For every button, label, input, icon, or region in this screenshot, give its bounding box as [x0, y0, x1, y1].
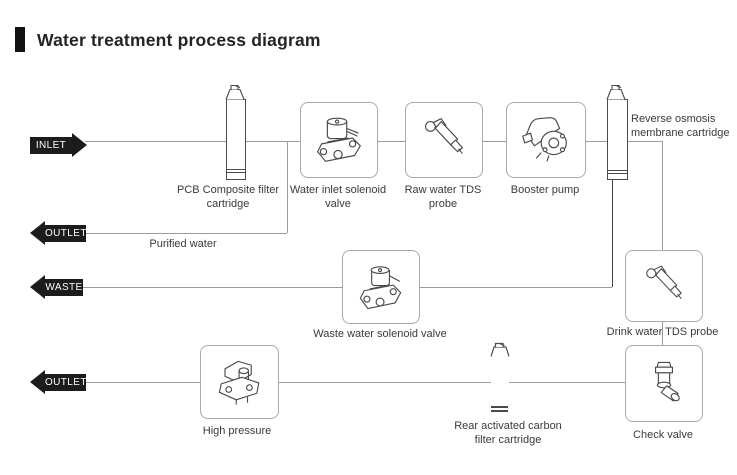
- pcb-filter-label: PCB Composite filter cartridge: [176, 184, 280, 211]
- rear-carbon-label: Rear activated carbon filter cartridge: [454, 420, 562, 447]
- booster-pump-label: Booster pump: [510, 184, 580, 196]
- waste-solenoid-label: Waste water solenoid valve: [313, 328, 447, 340]
- pipe-purified-branch-line: [287, 141, 288, 233]
- solenoid-valve-icon: [359, 266, 402, 310]
- inlet-solenoid-label: Water inlet solenoid valve: [289, 184, 387, 211]
- outlet-drink-arrow-head-icon: [30, 370, 45, 394]
- pcb-filter-cartridge-icon: [226, 99, 246, 180]
- check-valve-label: Check valve: [633, 429, 693, 441]
- high-pressure-switch-icon: [218, 360, 259, 405]
- tds-probe-icon: [646, 265, 682, 300]
- raw-tds-probe-label: Raw water TDS probe: [404, 184, 482, 211]
- ro-membrane-label: Reverse osmosis membrane cartridge: [631, 113, 730, 140]
- high-pressure-box: [200, 345, 279, 419]
- outlet-drink-arrow: OUTLET: [45, 374, 86, 391]
- page-title: Water treatment process diagram: [37, 30, 321, 50]
- rear-carbon-cartridge-body: [491, 356, 509, 406]
- waste-arrow: WASTE: [45, 279, 83, 296]
- cartridge-cap-icon: [606, 84, 626, 100]
- outlet-purified-arrow: OUTLET: [45, 225, 86, 242]
- drink-tds-probe-box: [625, 250, 703, 322]
- drink-tds-probe-label: Drink water TDS probe: [606, 326, 719, 338]
- pipe-drink-outlet-line: [85, 382, 625, 383]
- rear-carbon-cartridge-ring: [491, 410, 508, 412]
- cartridge-cap-icon: [225, 84, 245, 100]
- check-valve-icon: [655, 361, 680, 401]
- raw-tds-probe-box: [405, 102, 483, 178]
- outlet-purified-arrow-head-icon: [30, 221, 45, 245]
- pipe-ro-waste-drop-line: [612, 177, 613, 287]
- check-valve-box: [625, 345, 703, 422]
- waste-arrow-head-icon: [30, 275, 45, 299]
- solenoid-valve-icon: [317, 117, 361, 162]
- purified-water-label: Purified water: [149, 238, 217, 250]
- waste-solenoid-box: [342, 250, 420, 324]
- pipe-drink-water-drop-line: [662, 141, 663, 345]
- cartridge-cap-icon: [490, 342, 510, 357]
- inlet-arrow-head-icon: [72, 133, 87, 157]
- pipe-purified-outlet-line: [85, 233, 287, 234]
- inlet-solenoid-box: [300, 102, 378, 178]
- high-pressure-label: High pressure: [202, 425, 272, 437]
- booster-pump-icon: [522, 117, 567, 162]
- title-accent-bar: [15, 27, 25, 52]
- booster-pump-box: [506, 102, 586, 178]
- ro-membrane-cartridge-icon: [607, 99, 628, 180]
- inlet-arrow: INLET: [30, 137, 72, 154]
- rear-carbon-cartridge-ring: [491, 406, 508, 408]
- tds-probe-icon: [425, 118, 463, 154]
